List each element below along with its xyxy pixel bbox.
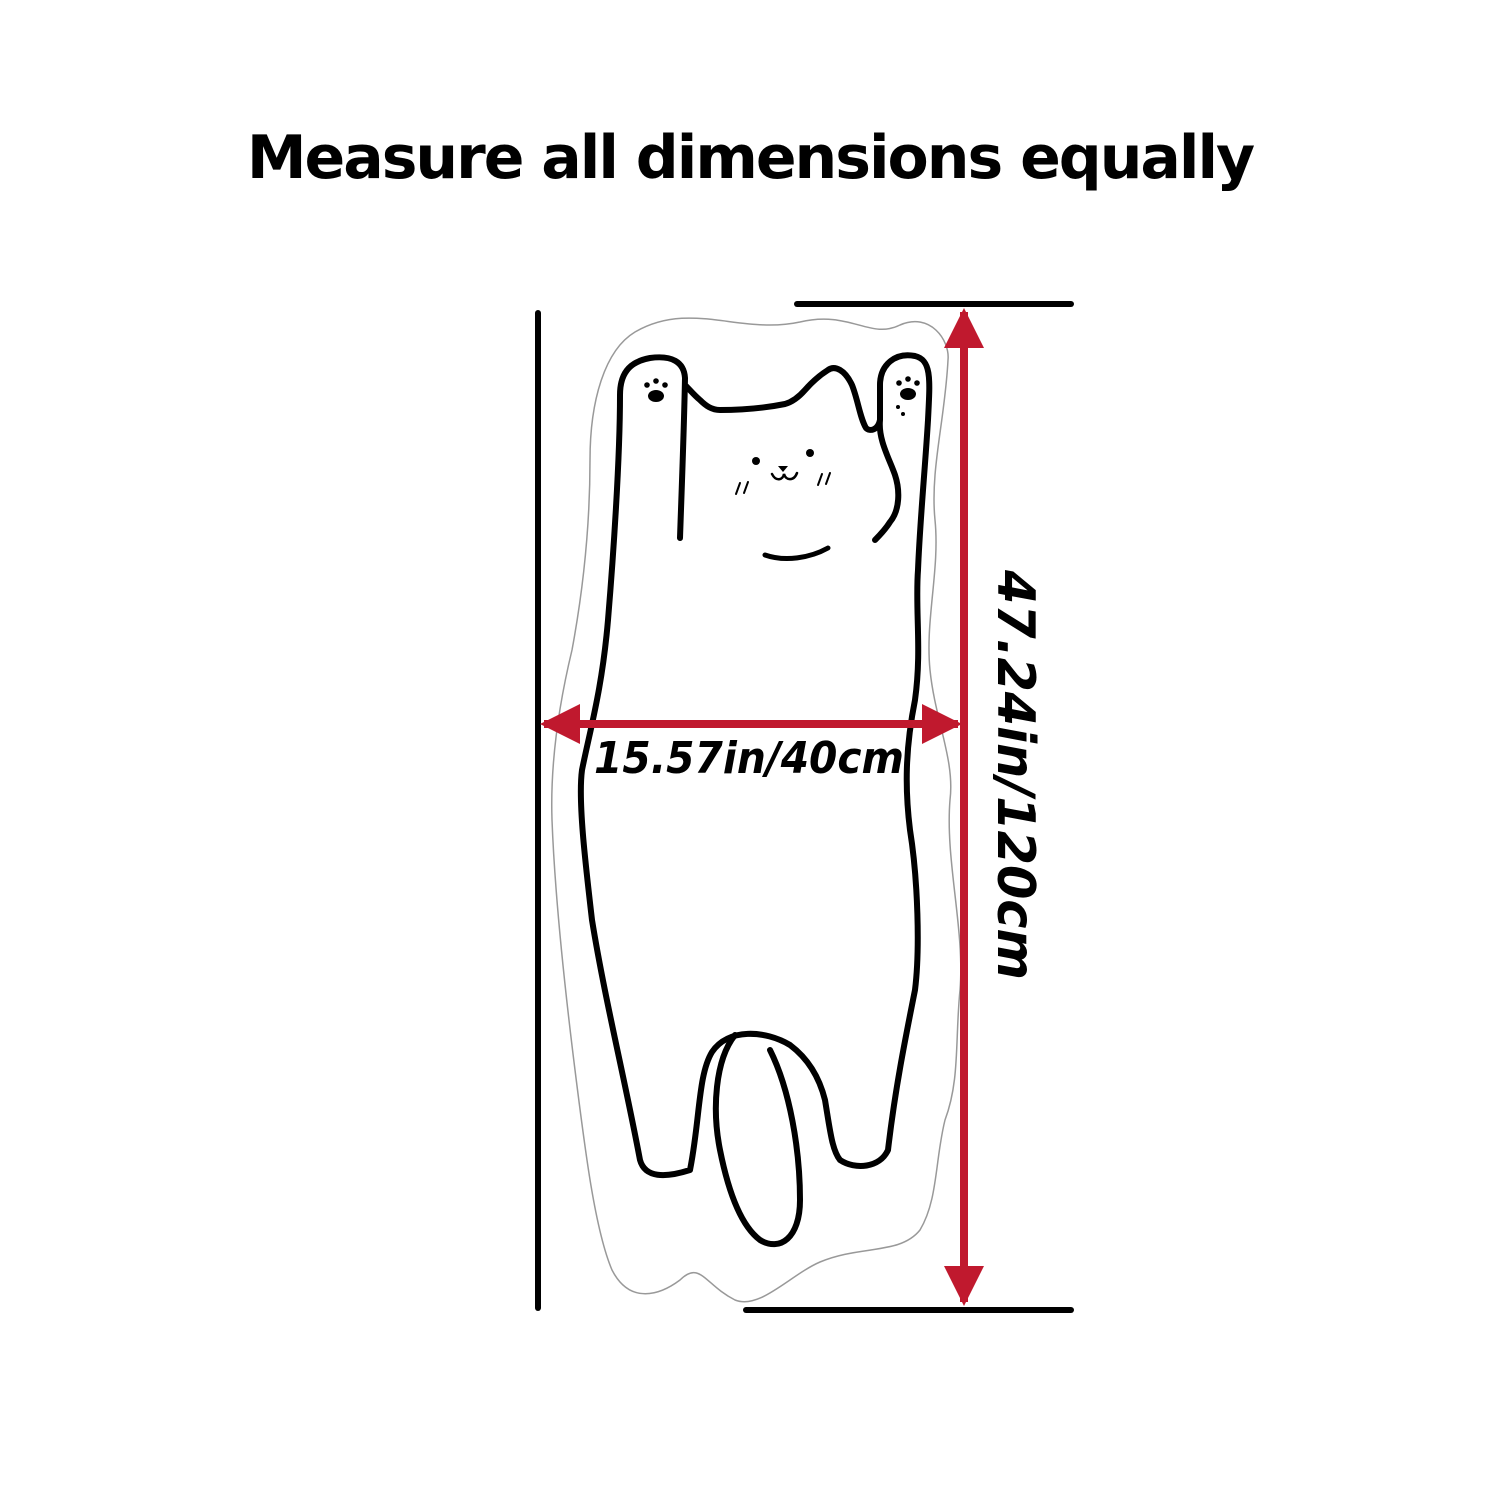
cat-face-icon xyxy=(735,449,831,562)
cat-tail-icon xyxy=(712,1032,804,1248)
width-label: 15.57in/40cm xyxy=(594,733,904,784)
pillow-contour xyxy=(551,317,962,1303)
right-paw-icon xyxy=(896,376,920,416)
height-label: 47.24in/120cm xyxy=(985,569,1045,980)
page-title: Measure all dimensions equally xyxy=(246,123,1255,193)
cat-outline-icon xyxy=(577,352,933,1179)
left-paw-icon xyxy=(644,378,668,402)
